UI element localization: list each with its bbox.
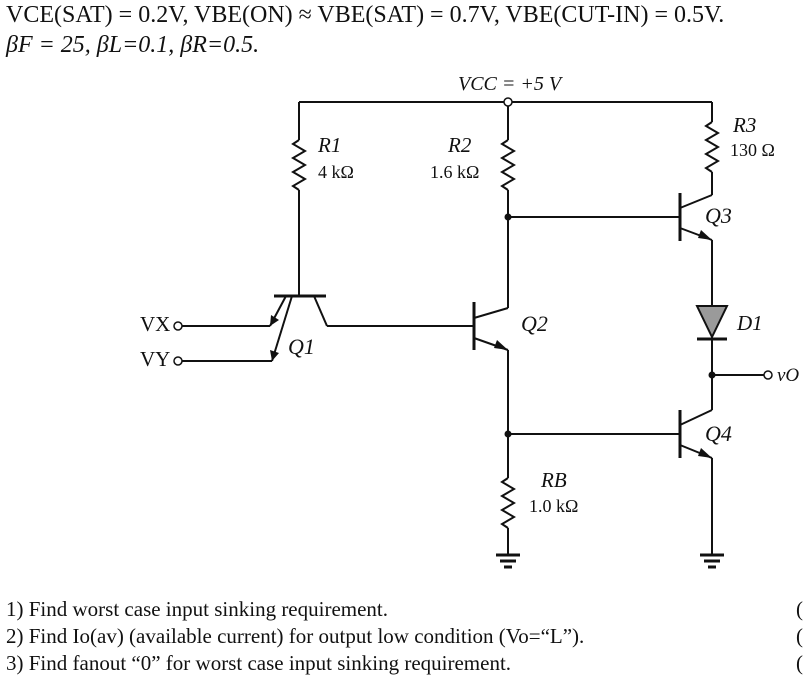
given-parameters: VCE(SAT) = 0.2V, VBE(ON) ≈ VBE(SAT) = 0.… xyxy=(6,2,725,28)
rb-name: RB xyxy=(540,468,567,492)
r2-value: 1.6 kΩ xyxy=(430,162,479,182)
ttl-circuit-diagram: VCC = +5 V R1 4 kΩ R2 1.6 kΩ R3 130 Ω RB… xyxy=(140,73,799,569)
rb-value: 1.0 kΩ xyxy=(529,496,578,516)
junction-q4-base xyxy=(504,430,512,438)
vx-label: VX xyxy=(140,312,170,336)
r2-name: R2 xyxy=(447,133,472,157)
q1-emitter-arrow-y xyxy=(270,350,279,361)
q2-emitter-arrow xyxy=(494,340,508,350)
junction-q3-base xyxy=(504,213,512,221)
r3-value: 130 Ω xyxy=(730,140,775,160)
vy-terminal xyxy=(173,356,183,366)
answer-paren-3: ( xyxy=(796,651,803,675)
r1-resistor xyxy=(291,139,307,191)
r2-resistor xyxy=(500,139,516,191)
rb-resistor xyxy=(500,477,516,529)
question-2: 2) Find Io(av) (available current) for o… xyxy=(6,624,585,648)
r1-name: R1 xyxy=(317,133,341,157)
vy-label: VY xyxy=(140,347,170,371)
r3-resistor xyxy=(704,121,720,173)
q1-emitter-arrow-x xyxy=(270,315,279,326)
beta-parameters: βF = 25, βL=0.1, βR=0.5. xyxy=(6,32,260,58)
vx-terminal xyxy=(173,321,183,331)
answer-paren-2: ( xyxy=(796,624,803,648)
q3-label: Q3 xyxy=(705,203,732,228)
q4-emitter-arrow xyxy=(698,448,712,458)
q2-label: Q2 xyxy=(521,311,548,336)
vo-label: vO xyxy=(777,365,799,386)
question-1: 1) Find worst case input sinking require… xyxy=(6,597,389,621)
vcc-label: VCC = +5 V xyxy=(458,73,564,95)
vcc-terminal xyxy=(503,97,513,107)
r3-name: R3 xyxy=(732,113,756,137)
r1-value: 4 kΩ xyxy=(318,162,354,182)
answer-paren-1: ( xyxy=(796,597,803,621)
d1-diode xyxy=(695,305,729,340)
question-3: 3) Find fanout “0” for worst case input … xyxy=(6,651,512,675)
q4-label: Q4 xyxy=(705,421,732,446)
d1-label: D1 xyxy=(736,311,763,335)
q1-label: Q1 xyxy=(288,334,315,359)
vo-terminal xyxy=(763,370,773,380)
q3-emitter-arrow xyxy=(698,230,712,240)
junction-output xyxy=(708,371,716,379)
